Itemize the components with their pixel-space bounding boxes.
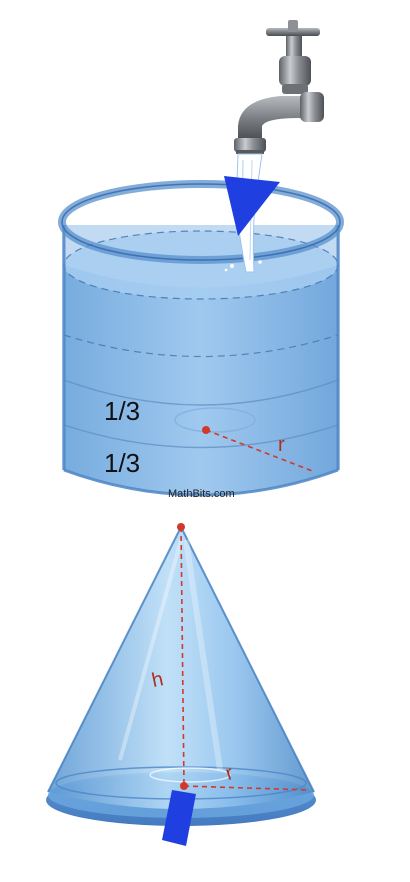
- cone-radius-line: [183, 785, 311, 791]
- cone-marker: [162, 790, 196, 846]
- cylinder-radius-line: [205, 429, 316, 473]
- cylinder-center-dot: [202, 426, 210, 434]
- credit-label: MathBits.com: [168, 488, 235, 500]
- cylinder-fraction-label-upper: 1/3: [104, 396, 140, 426]
- cylinder-water: [64, 265, 338, 495]
- third-line-lower: [63, 424, 339, 449]
- cylinder-fraction-label-lower: 1/3: [104, 448, 140, 478]
- cone-height-label: h: [150, 668, 165, 692]
- cylinder-radius-label: r: [278, 434, 285, 456]
- water-surface: [64, 231, 338, 299]
- cone-body: [48, 527, 314, 809]
- fill-marker: [224, 176, 280, 236]
- cylinder: 1/3 1/3 r MathBits.com: [58, 180, 344, 500]
- faucet-icon: [234, 20, 324, 154]
- cone: h r: [46, 523, 316, 826]
- third-line-upper: [63, 334, 339, 358]
- cone-height-line: [180, 526, 185, 787]
- cone-center-dot: [180, 782, 188, 790]
